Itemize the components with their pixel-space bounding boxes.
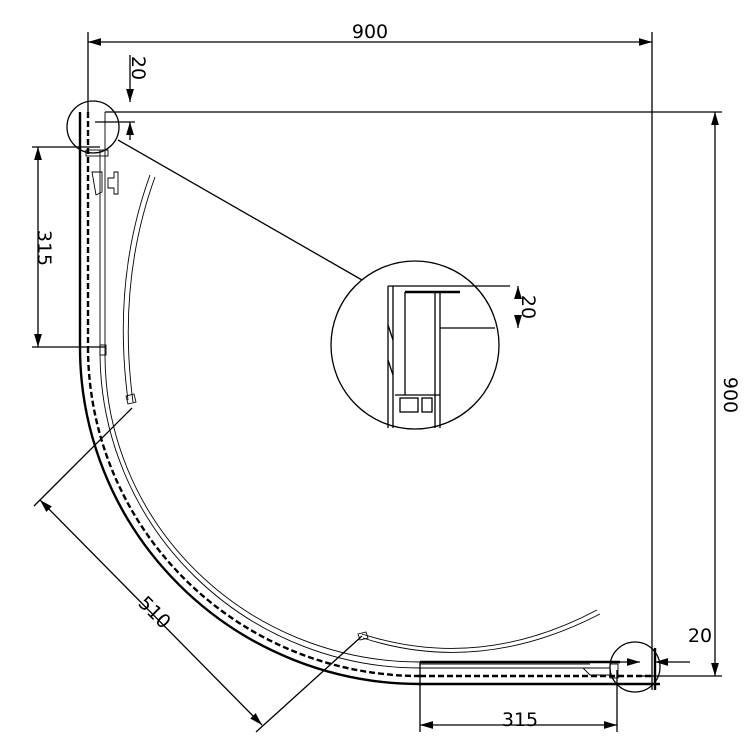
dimension-bottom-panel: 315	[419, 662, 618, 732]
dimension-label-top-offset: 20	[127, 56, 149, 80]
curved-track	[78, 346, 421, 686]
bottom-fixed-panel	[420, 648, 660, 690]
dimension-label-top-width: 900	[352, 21, 388, 43]
left-fixed-panel	[78, 112, 119, 356]
sliding-door-left	[122, 174, 156, 405]
dimension-right-height: 900	[105, 111, 741, 677]
sliding-door-bottom	[357, 609, 601, 653]
detail-marker-bottom-right	[609, 641, 661, 693]
dimension-label-detail-offset: 20	[517, 295, 539, 319]
dimension-door-opening: 510	[33, 407, 363, 733]
dimension-top-width: 900	[87, 21, 653, 690]
dimension-label-right-offset: 20	[688, 625, 712, 647]
dimension-label-right-height: 900	[719, 377, 741, 413]
dimension-label-bottom-panel: 315	[502, 709, 538, 731]
detail-view: 20	[330, 260, 539, 430]
detail-marker-top-left	[66, 100, 120, 154]
dimension-top-offset: 20	[95, 55, 149, 140]
dimension-label-door-opening: 510	[134, 592, 175, 633]
dimension-label-left-panel: 315	[33, 230, 55, 266]
dimension-left-panel: 315	[32, 146, 105, 348]
detail-leader-line	[117, 139, 363, 281]
